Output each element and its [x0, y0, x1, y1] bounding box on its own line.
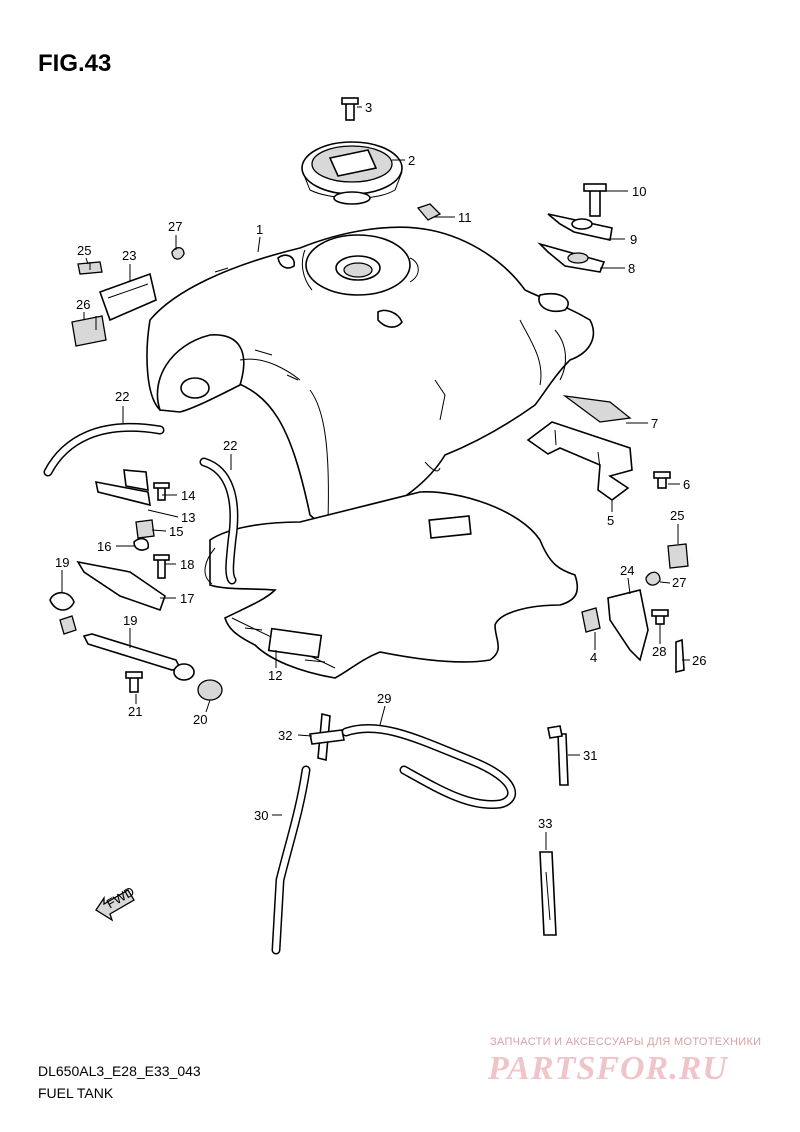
- callout-13: 13: [181, 510, 195, 525]
- callout-25-left: 25: [77, 243, 91, 258]
- callout-2: 2: [408, 153, 415, 168]
- callout-21: 21: [128, 704, 142, 719]
- hoses-and-clamps: [43, 262, 569, 955]
- callout-labels: 1 2 3 4 5 6 7 8 9 10 11 12 13 14 15 16 1…: [55, 100, 706, 831]
- right-side-small-parts: [581, 543, 689, 674]
- tank-protector-mat: [204, 491, 579, 679]
- callout-5: 5: [607, 513, 614, 528]
- figure-title: FIG.43: [38, 50, 112, 77]
- callout-6: 6: [683, 477, 690, 492]
- callout-26-left: 26: [76, 297, 90, 312]
- watermark-logo: PARTSFOR.RU: [488, 1050, 728, 1087]
- callout-23: 23: [122, 248, 136, 263]
- callout-32: 32: [278, 728, 292, 743]
- callout-19-rod: 19: [123, 613, 137, 628]
- callout-29: 29: [377, 691, 391, 706]
- callout-16: 16: [97, 539, 111, 554]
- callout-28: 28: [652, 644, 666, 659]
- callout-22-left: 22: [115, 389, 129, 404]
- leader-lines: [61, 106, 690, 850]
- left-side-small-parts: [49, 247, 223, 701]
- callout-7: 7: [651, 416, 658, 431]
- watermark-tagline: ЗАПЧАСТИ И АКСЕССУАРЫ ДЛЯ МОТОТЕХНИКИ: [490, 1036, 762, 1048]
- callout-26-right: 26: [692, 653, 706, 668]
- callout-33: 33: [538, 816, 552, 831]
- callout-12: 12: [268, 668, 282, 683]
- callout-31: 31: [583, 748, 597, 763]
- rear-mount-parts: [416, 183, 613, 273]
- callout-3: 3: [365, 100, 372, 115]
- figure-code: DL650AL3_E28_E33_043: [38, 1063, 201, 1079]
- callout-19-left: 19: [55, 555, 69, 570]
- forward-direction-arrow: FWD: [95, 884, 137, 922]
- callout-9: 9: [630, 232, 637, 247]
- callout-4: 4: [590, 650, 597, 665]
- callout-25-right: 25: [670, 508, 684, 523]
- callout-8: 8: [628, 261, 635, 276]
- callout-27-left: 27: [168, 219, 182, 234]
- callout-24: 24: [620, 563, 634, 578]
- callout-10: 10: [632, 184, 646, 199]
- callout-17: 17: [180, 591, 194, 606]
- front-bracket-assembly: [526, 395, 671, 501]
- callout-15: 15: [169, 524, 183, 539]
- callout-20: 20: [193, 712, 207, 727]
- callout-1: 1: [256, 222, 263, 237]
- callout-30: 30: [254, 808, 268, 823]
- callout-22-center: 22: [223, 438, 237, 453]
- callout-18: 18: [180, 557, 194, 572]
- fuel-cap-assembly: [301, 97, 403, 205]
- callout-11: 11: [458, 210, 472, 225]
- callout-14: 14: [181, 488, 195, 503]
- callout-27-right: 27: [672, 575, 686, 590]
- fuel-tank-body: [146, 226, 595, 526]
- figure-name: FUEL TANK: [38, 1085, 114, 1101]
